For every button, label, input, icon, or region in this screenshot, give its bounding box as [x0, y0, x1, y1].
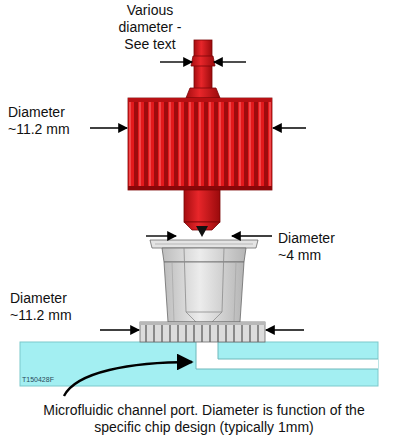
microfluidic-chip — [20, 342, 378, 386]
dimension-arrows — [90, 62, 306, 330]
dimension-label: Diameter ~11.2 mm — [8, 104, 82, 138]
port-callout-arrow — [64, 362, 192, 396]
red-connector-fitting — [128, 40, 272, 230]
drawing-number: T150428F — [22, 376, 82, 384]
grey-port-fitting — [140, 240, 265, 342]
dimension-label: Various diameter - See text — [108, 2, 192, 53]
callout-note: Microfluidic channel port. Diameter is f… — [38, 402, 370, 436]
dimension-label: Diameter ~4 mm — [278, 230, 348, 264]
dimension-label: Diameter ~11.2 mm — [10, 290, 86, 324]
insert-arrow — [196, 226, 208, 237]
